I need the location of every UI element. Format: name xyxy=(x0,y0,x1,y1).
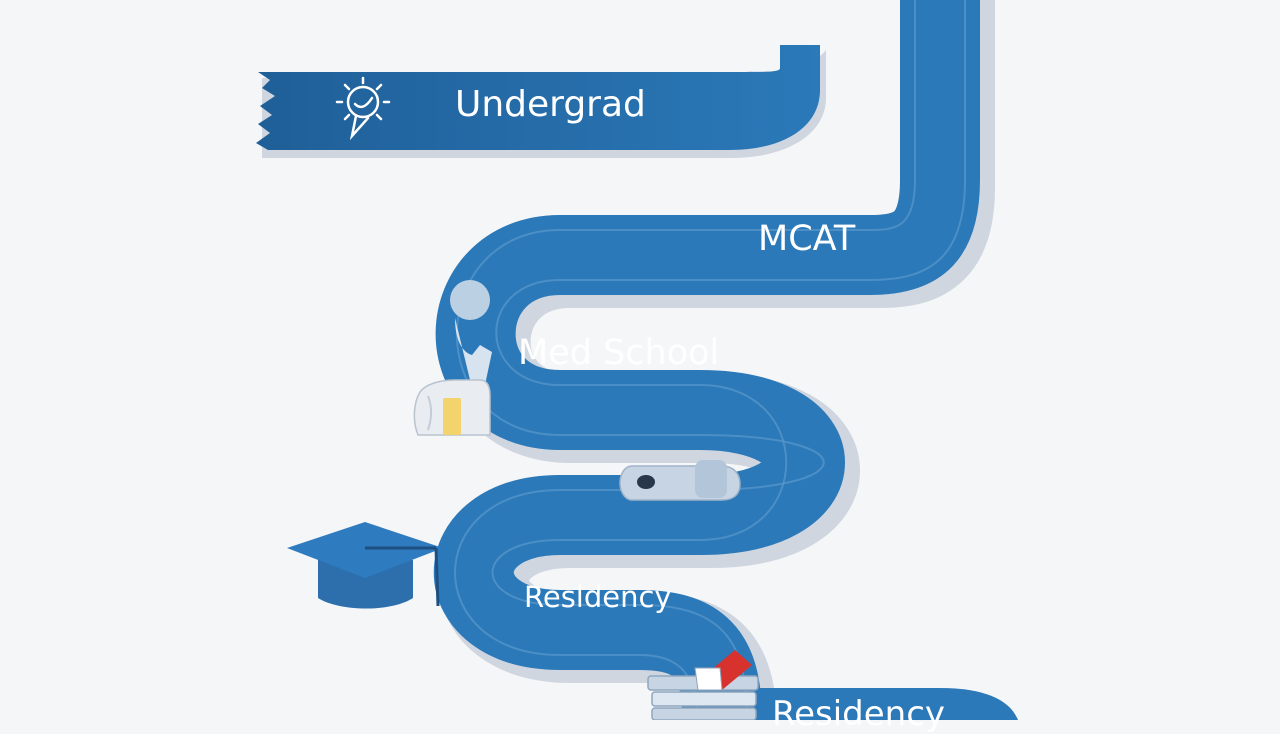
stethoscope-icon xyxy=(619,460,741,501)
path-lane-line-outer xyxy=(491,0,966,720)
lightbulb-icon xyxy=(335,76,391,141)
path-lane-line-inner xyxy=(454,0,916,720)
stage-label-mcat: MCAT xyxy=(758,219,856,259)
undergrad-banner xyxy=(256,45,826,158)
residency-banner xyxy=(752,688,1018,720)
book-stack-icon xyxy=(647,650,759,720)
stage-label-residency: Resldency xyxy=(524,580,672,614)
graduation-cap-icon xyxy=(287,522,443,609)
stage-label-undergrad: Undergrad xyxy=(455,84,646,125)
stage-label-med-school: Med School xyxy=(518,333,720,373)
residency-banner-body xyxy=(752,688,1018,720)
undergrad-banner-body xyxy=(256,45,820,150)
path-body xyxy=(433,0,980,720)
student-figure-icon xyxy=(450,280,492,395)
stage-label-residency-final: Residency xyxy=(772,694,946,734)
backpack-icon xyxy=(413,379,491,436)
